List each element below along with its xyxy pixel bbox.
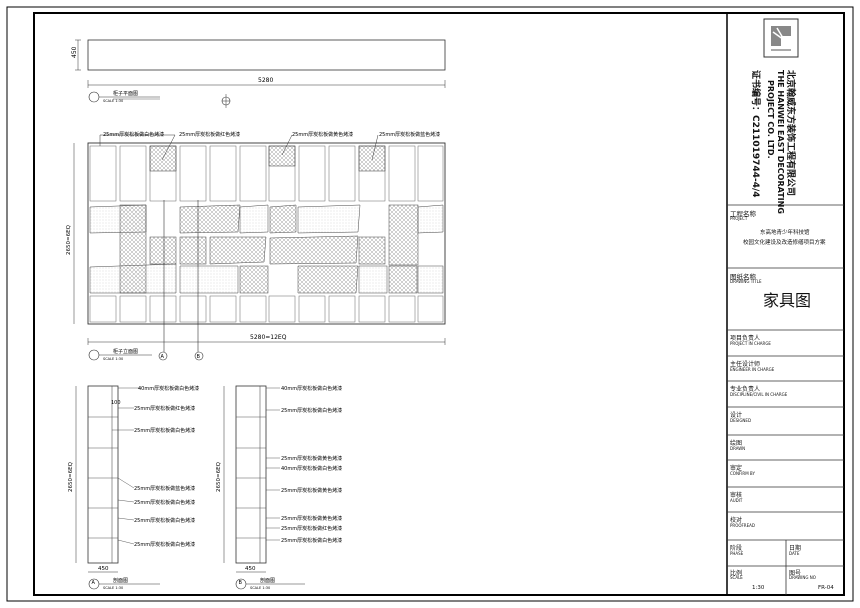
section-a-scale: SCALE 1:30 xyxy=(103,586,123,590)
drawing-title: 家具图 xyxy=(763,291,812,310)
project-label-en: PROJECT xyxy=(730,216,748,221)
elevation-note-yellow: 25mm厚炭松板做黄色烤漆 xyxy=(292,131,353,138)
section-b-note-3: 25mm厚炭松板做黄色烤漆 xyxy=(281,455,342,462)
section-a-dim-small: 100 xyxy=(111,400,121,406)
section-a-title: 剖面图 xyxy=(113,577,128,584)
project-line-1: 东高地青少年科技馆 xyxy=(760,230,810,236)
section-a-note-6: 25mm厚炭松板做白色烤漆 xyxy=(134,517,195,524)
project-line-2: 校园文化建设及改造修缮项目方案 xyxy=(743,240,826,246)
plan-dim-height: 450 xyxy=(71,46,78,58)
section-a-note-5: 25mm厚炭松板做白色烤漆 xyxy=(134,499,195,506)
row-designed: 设计 xyxy=(730,412,743,419)
row-confirm: 审定 xyxy=(730,465,743,472)
section-b-note-7: 25mm厚炭松板做红色烤漆 xyxy=(281,525,342,532)
section-b-scale: SCALE 1:30 xyxy=(250,586,270,590)
company-name-en-2: PROJECT CO. LTD. xyxy=(766,80,775,159)
elevation-note-blue: 25mm厚炭松板做蓝色烤漆 xyxy=(379,131,440,138)
company-logo xyxy=(763,18,799,58)
section-b-note-1: 40mm厚炭松板做白色烤漆 xyxy=(281,385,342,392)
section-a-note-3: 25mm厚炭松板做白色烤漆 xyxy=(134,427,195,434)
section-b-note-4: 40mm厚炭松板做白色烤漆 xyxy=(281,465,342,472)
section-b-title: 剖面图 xyxy=(260,577,275,584)
scale-label: 比例 xyxy=(730,570,743,577)
svg-text:A: A xyxy=(92,580,96,586)
sheet-border xyxy=(6,6,854,602)
elevation-note-red: 25mm厚炭松板做红色烤漆 xyxy=(179,131,240,138)
drawing-no-label: 图号 xyxy=(789,570,802,577)
section-a-dim-height: 2650=6EQ xyxy=(68,461,74,492)
svg-text:B: B xyxy=(197,354,201,360)
section-a-dim-width: 450 xyxy=(98,566,109,572)
section-a-note-1: 40mm厚炭松板做白色烤漆 xyxy=(138,385,199,392)
elevation-title: 柜子立面图 xyxy=(113,348,138,355)
drawing-title-label-en: DRAWING TITLE xyxy=(730,279,762,284)
section-b-note-8: 25mm厚炭松板做白色烤漆 xyxy=(281,537,342,544)
section-b-dim-height: 2650=6EQ xyxy=(216,461,222,492)
row-drawn: 绘图 xyxy=(730,440,743,447)
row-project-in-charge: 项目负责人 xyxy=(730,335,761,342)
frame-border xyxy=(33,12,845,596)
plan-scale: SCALE 1:30 xyxy=(103,99,123,103)
elevation-note-white: 25mm厚炭松板做白色烤漆 xyxy=(103,131,164,138)
section-marker-a xyxy=(158,351,168,361)
row-discipline-in-charge: 专业负责人 xyxy=(730,386,761,393)
section-a-note-4: 25mm厚炭松板做蓝色烤漆 xyxy=(134,485,195,492)
svg-text:B: B xyxy=(239,580,243,586)
scale-value: 1:30 xyxy=(752,585,765,591)
company-name-zh: 北京翰威东方装饰工程有限公司 xyxy=(785,70,795,197)
row-audit: 审核 xyxy=(730,492,743,499)
section-b-note-5: 25mm厚炭松板做黄色烤漆 xyxy=(281,487,342,494)
drawing-title-label: 图纸名称 xyxy=(730,273,756,281)
date-label: 日期 xyxy=(789,545,802,552)
row-engineer-in-charge: 主任设计师 xyxy=(730,361,761,368)
cabinet-elevation: 25mm厚炭松板做白色烤漆 25mm厚炭松板做红色烤漆 25mm厚炭松板做黄色烤… xyxy=(66,131,446,361)
company-block: 北京翰威东方装饰工程有限公司 THE HANWEI EAST DECORATIN… xyxy=(735,70,835,214)
section-b-note-2: 25mm厚炭松板做白色烤漆 xyxy=(281,407,342,414)
svg-text:A: A xyxy=(161,354,165,360)
section-b-note-6: 25mm厚炭松板做黄色烤漆 xyxy=(281,515,342,522)
project-label: 工程名称 xyxy=(730,210,756,218)
section-b-dim-width: 450 xyxy=(245,566,256,572)
section-b: 2650=6EQ 450 40mm厚炭松板做白色烤漆 25mm厚炭松板做白色烤漆… xyxy=(216,385,342,590)
section-a-note-7: 25mm厚炭松板做白色烤漆 xyxy=(134,541,195,548)
section-a-note-2: 25mm厚炭松板做红色烤漆 xyxy=(134,405,195,412)
drawing-no: FR-04 xyxy=(818,585,834,591)
phase-label: 阶段 xyxy=(730,545,743,552)
plan-title: 柜子平面图 xyxy=(113,90,138,97)
plan-dim-width: 5280 xyxy=(258,77,273,84)
elevation-dim-width: 5280=12EQ xyxy=(250,334,287,341)
elevation-dim-height: 2650=6EQ xyxy=(66,224,72,255)
plan-view: 450 5280 柜子平面图 SCALE 1:30 xyxy=(71,39,446,108)
section-marker-b xyxy=(194,351,204,361)
row-proofread: 校对 xyxy=(730,517,743,524)
company-name-en-1: THE HANWEI EAST DECORATING xyxy=(776,70,785,214)
section-a: 2650=6EQ 100 450 40mm厚炭松板做白色烤漆 25mm厚炭松板做… xyxy=(68,385,199,590)
company-cert: 证书编号：C211019744-4/4 xyxy=(750,70,760,198)
elevation-scale: SCALE 1:30 xyxy=(103,357,123,361)
